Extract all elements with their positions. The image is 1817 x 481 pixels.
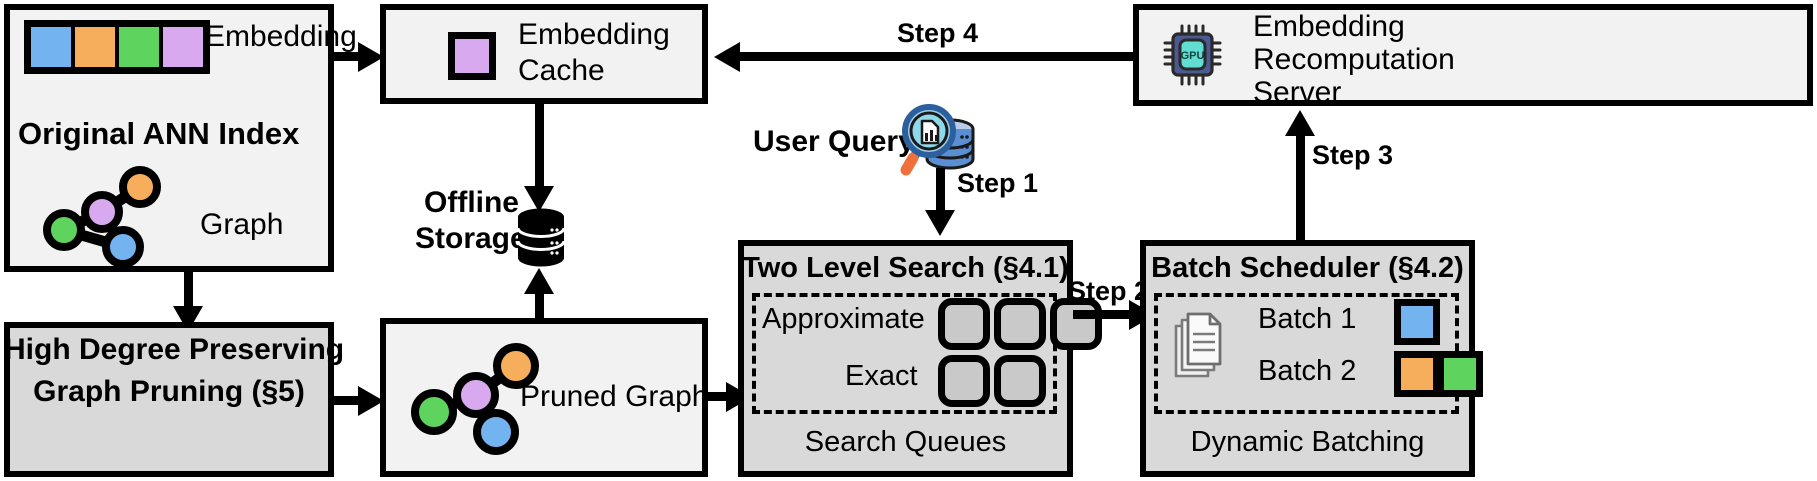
approximate-queue-slots xyxy=(938,298,1102,350)
graph-label: Graph xyxy=(200,208,284,241)
arrow-pruned-to-storage-head xyxy=(524,268,554,294)
embedding-cache-swatch xyxy=(448,32,496,80)
arrow-cache-to-storage-line xyxy=(535,104,544,192)
embedding-cache-line1: Embedding xyxy=(518,18,670,51)
search-queues-footer: Search Queues xyxy=(804,426,1007,458)
arrow-pruned-to-search-line xyxy=(708,392,732,401)
batch-1-swatch-1 xyxy=(1394,299,1440,345)
embedding-strip xyxy=(24,20,210,74)
step1-label: Step 1 xyxy=(957,168,1039,198)
original-ann-index-title: Original ANN Index xyxy=(18,116,300,151)
dynamic-batching-footer: Dynamic Batching xyxy=(1190,426,1425,458)
offline-storage-line2: Storage xyxy=(415,222,527,255)
exact-slot-1 xyxy=(938,355,990,407)
batch-2-swatch-2 xyxy=(1437,351,1483,397)
exact-queue-slots xyxy=(938,355,1046,407)
recompute-server-line2: Recomputation xyxy=(1253,43,1455,76)
arrow-pruning-to-pruned-head xyxy=(358,386,384,416)
database-icon xyxy=(516,208,566,268)
batch-2-label: Batch 2 xyxy=(1258,355,1357,387)
search-queues-dashed-region xyxy=(752,293,1057,414)
recompute-server-box xyxy=(1133,4,1813,106)
approximate-slot-1 xyxy=(938,298,990,350)
graph-pruning-line2: Graph Pruning (§5) xyxy=(33,375,305,408)
pruned-graph-illustration xyxy=(406,340,546,455)
offline-storage-line1: Offline xyxy=(424,186,519,219)
arrow-step4-line xyxy=(740,52,1133,61)
recompute-server-line3: Server xyxy=(1253,76,1342,109)
pruned-graph-label: Pruned Graph xyxy=(520,380,709,413)
arrow-step1-head xyxy=(925,210,955,236)
arrow-step1-line xyxy=(936,168,945,216)
original-graph-illustration xyxy=(36,166,166,268)
recompute-server-line1: Embedding xyxy=(1253,10,1405,43)
embedding-cache-line2: Cache xyxy=(518,54,605,87)
embedding-cache-box xyxy=(380,4,708,104)
approximate-slot-2 xyxy=(994,298,1046,350)
exact-slot-2 xyxy=(994,355,1046,407)
step3-label: Step 3 xyxy=(1312,140,1394,170)
gpu-chip-icon: GPU xyxy=(1162,24,1228,86)
arrow-step2-line xyxy=(1073,310,1135,319)
batch-scheduler-title: Batch Scheduler (§4.2) xyxy=(1151,252,1464,284)
arrow-step4-head xyxy=(714,42,740,72)
batch-2-swatch-1 xyxy=(1394,351,1440,397)
embedding-cell-4 xyxy=(163,27,203,67)
embedding-cell-2 xyxy=(75,27,119,67)
graph-pruning-box xyxy=(4,322,334,477)
arrow-index-to-pruning-line xyxy=(184,272,193,310)
arrow-index-to-cache-head xyxy=(358,42,384,72)
arrow-step3-line xyxy=(1296,132,1305,240)
gpu-chip-icon-text: GPU xyxy=(1181,50,1205,62)
embedding-label: Embedding xyxy=(205,20,357,53)
step4-label: Step 4 xyxy=(897,18,979,48)
graph-pruning-line1: High Degree Preserving xyxy=(4,333,345,366)
magnifier-database-icon xyxy=(900,103,982,181)
batch-1-label: Batch 1 xyxy=(1258,303,1357,335)
two-level-search-title: Two Level Search (§4.1) xyxy=(742,252,1069,284)
embedding-cell-3 xyxy=(119,27,163,67)
arrow-cache-to-storage-head xyxy=(524,186,554,212)
approximate-label: Approximate xyxy=(762,303,925,335)
arrow-index-to-cache-line xyxy=(334,52,362,61)
documents-icon xyxy=(1172,312,1224,382)
arrow-pruning-to-pruned-line xyxy=(334,396,362,405)
user-query-label: User Query xyxy=(753,125,915,158)
arrow-step3-head xyxy=(1285,110,1315,136)
embedding-cell-1 xyxy=(31,27,75,67)
approximate-slot-3 xyxy=(1050,298,1102,350)
exact-label: Exact xyxy=(845,360,918,392)
step2-label: Step 2 xyxy=(1068,276,1150,306)
